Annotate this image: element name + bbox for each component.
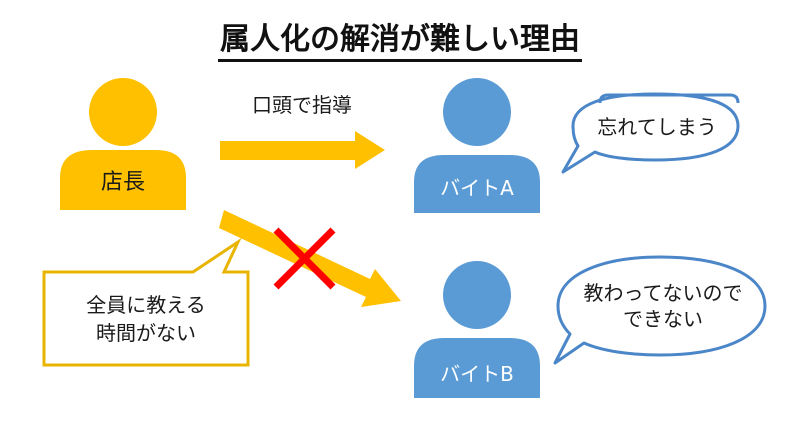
speech-b-line1: 教わってないので [583, 281, 743, 305]
worker-a-label: バイトA [440, 176, 514, 200]
manager-figure [60, 78, 186, 210]
manager-body [60, 150, 186, 210]
cross-mark [273, 227, 336, 290]
speech-bubble-a [561, 92, 740, 174]
worker-a-body [414, 155, 540, 213]
diagram-title: 属人化の解消が難しい理由 [0, 14, 800, 62]
arrow-label: 口頭で指導 [252, 93, 352, 117]
title-text: 属人化の解消が難しい理由 [218, 22, 582, 62]
worker-a-figure [414, 78, 540, 213]
arrow-to-worker-b [219, 210, 401, 307]
worker-a-head [443, 78, 511, 146]
manager-note-line2: 時間がない [96, 321, 196, 345]
worker-b-label: バイトB [440, 362, 514, 386]
manager-note-line1: 全員に教える [86, 293, 206, 317]
worker-b-body [414, 338, 540, 398]
speech-b-line2: できない [623, 307, 703, 331]
worker-b-figure [414, 261, 540, 398]
worker-b-head [443, 261, 511, 329]
arrow-to-worker-a [220, 131, 385, 169]
manager-note-callout [42, 237, 250, 367]
speech-bubble-b [553, 255, 767, 365]
manager-head [89, 78, 157, 146]
speech-a-text: 忘れてしまう [597, 115, 717, 139]
manager-label: 店長 [100, 170, 145, 195]
